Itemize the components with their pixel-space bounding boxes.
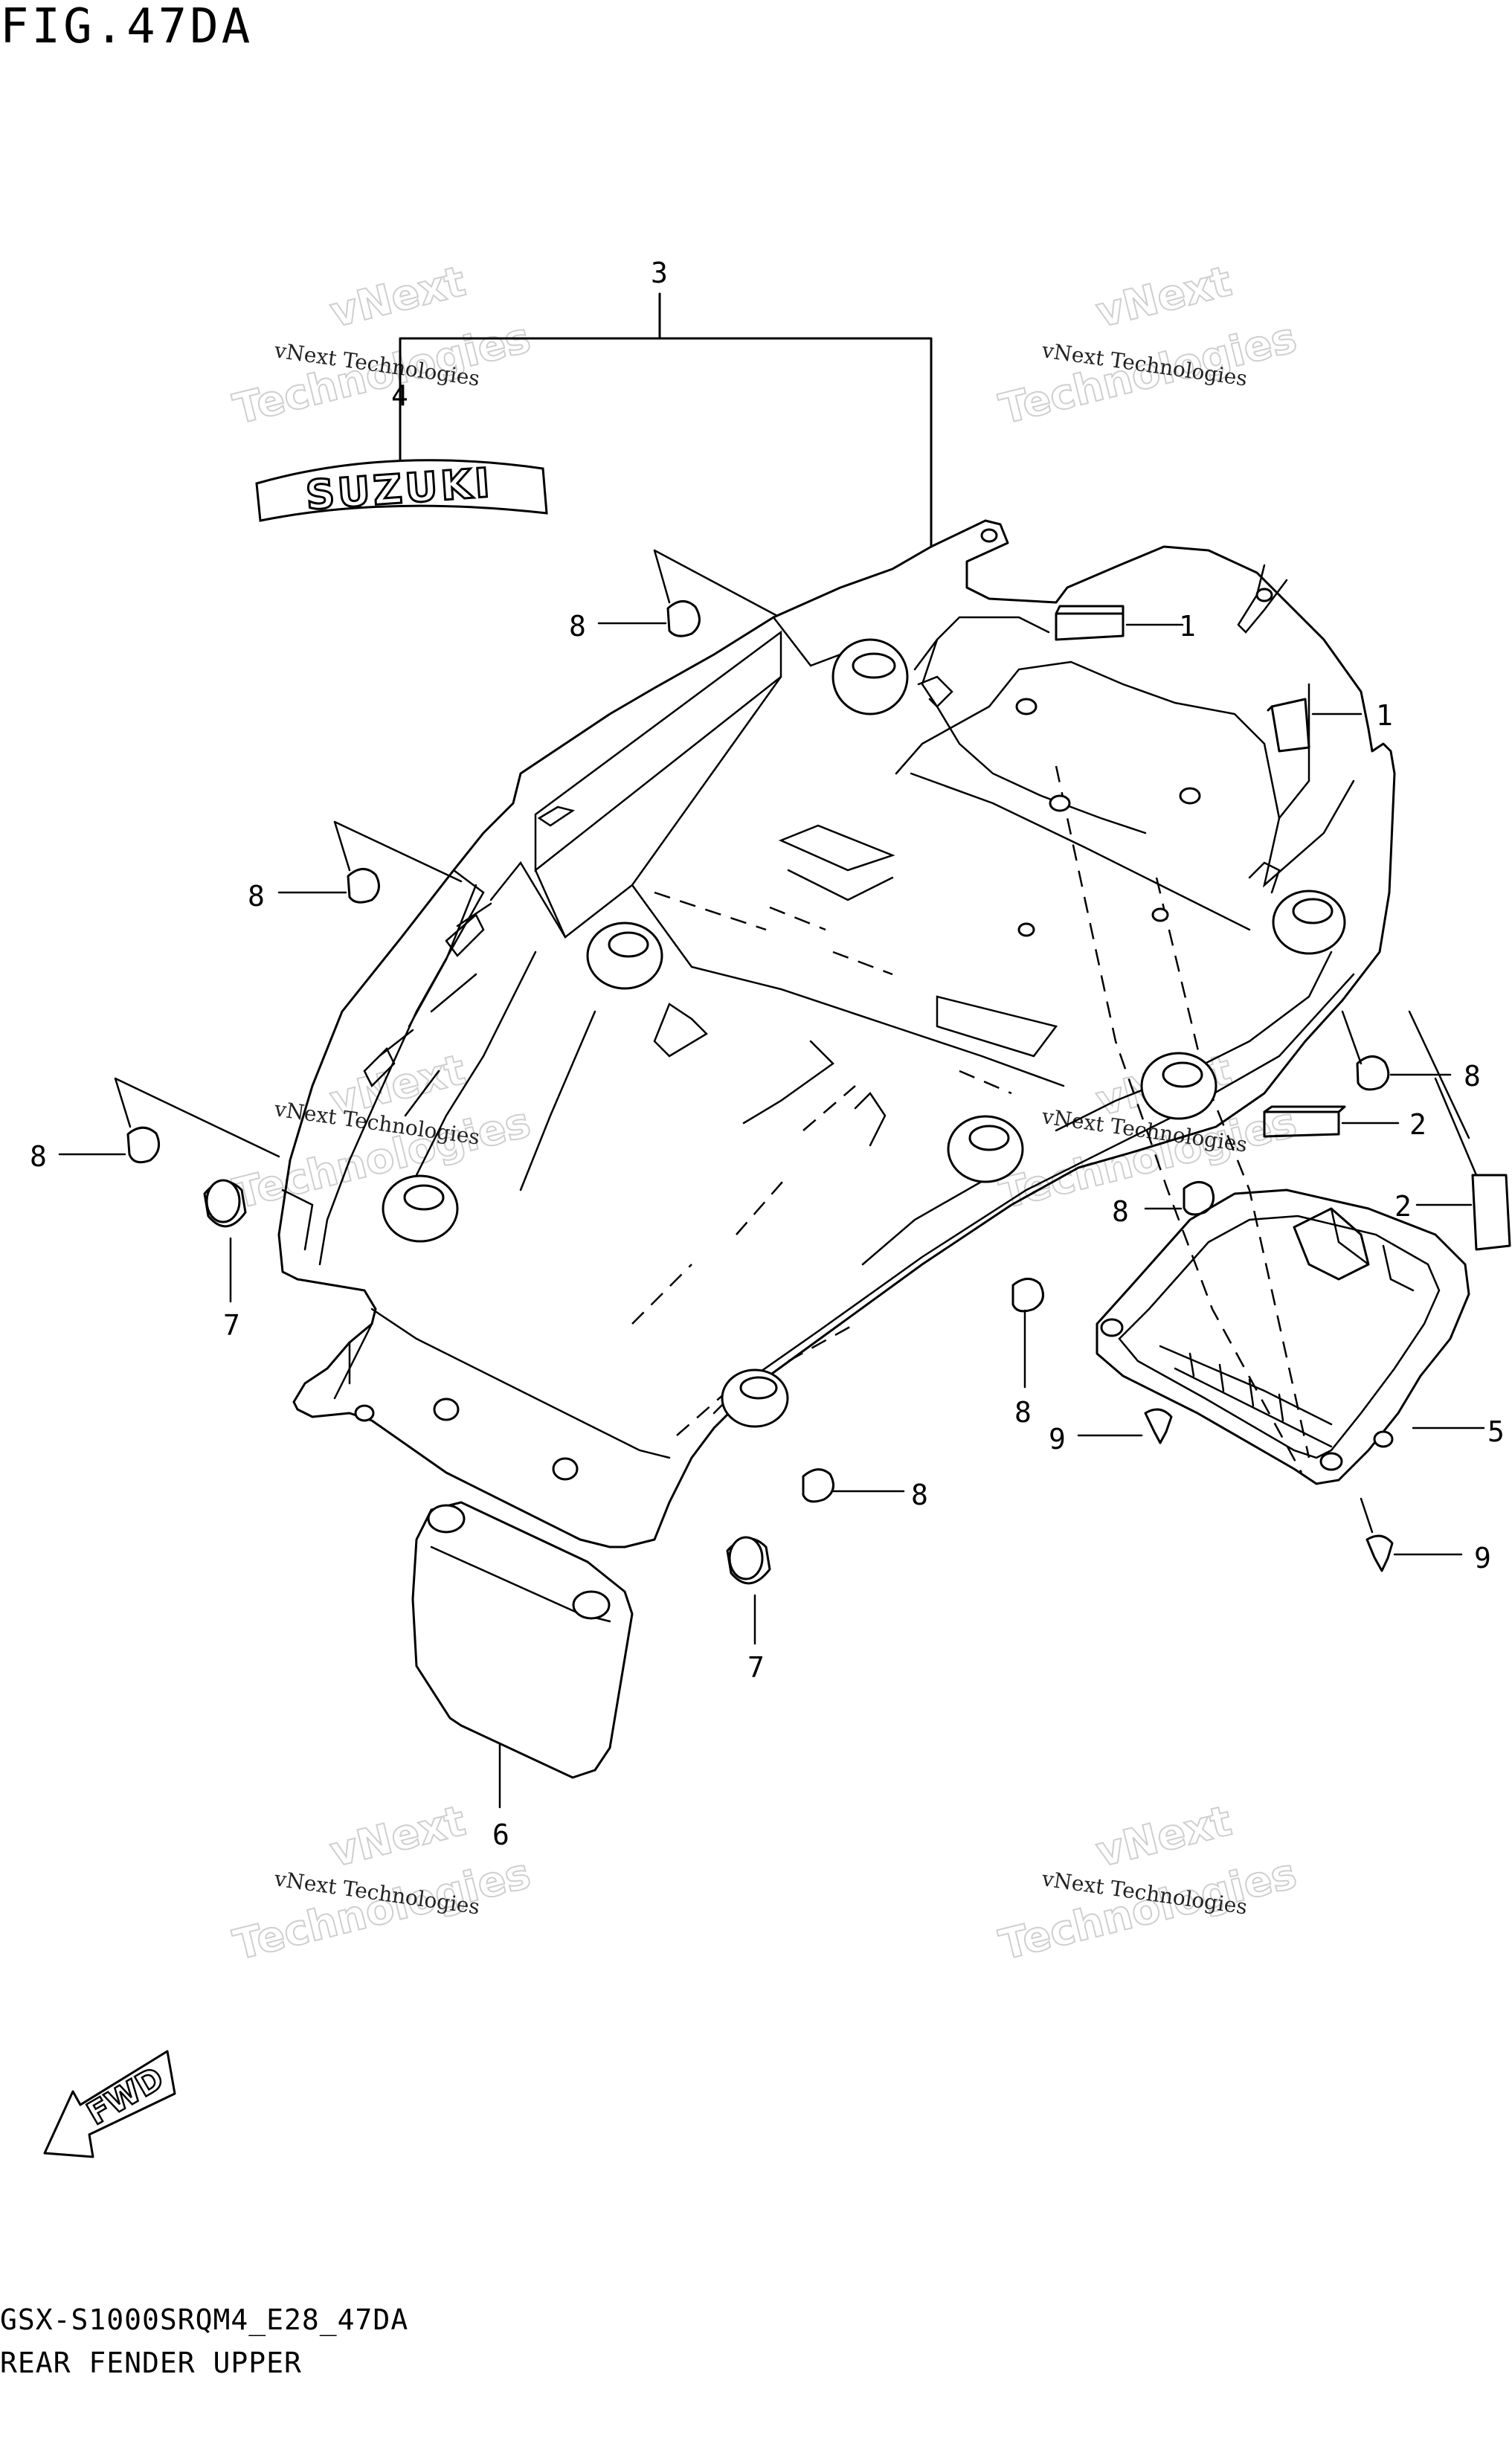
pad-part-1a: 1 [1055, 605, 1196, 643]
figure-title: FIG.47DA [0, 0, 254, 54]
fwd-direction-marker: FWD [43, 2050, 176, 2158]
callout-label: 3 [651, 257, 668, 289]
clip-part-8-a: 8 [569, 549, 779, 643]
rear-carrier-part-5: 5 [1096, 1189, 1505, 1485]
screw-part-9-a: 9 [1049, 1408, 1173, 1456]
suzuki-emblem-part: SUZUKI [255, 458, 548, 522]
callout-label: 8 [1112, 1195, 1129, 1228]
callout-label: 8 [1464, 1060, 1481, 1093]
callout-label: 8 [911, 1479, 928, 1511]
callout-label: 7 [223, 1309, 240, 1342]
pad-part-1b: 1 [1267, 698, 1393, 753]
callout-label: 8 [248, 880, 265, 913]
callout-label: 8 [1014, 1396, 1032, 1429]
callout-label: 1 [1376, 699, 1393, 732]
watermark-large-top: vNext [1092, 1797, 1237, 1877]
watermark-large-top: vNext [1092, 257, 1237, 338]
watermark-mid-left: vNext Technologies vNext Technologies [228, 1045, 536, 1220]
callout-label: 4 [391, 379, 408, 412]
watermark-large: Technologies [995, 1099, 1302, 1219]
watermark-top-left: vNext Technologies vNext Technologies [228, 257, 536, 435]
rear-fender-upper-part [277, 519, 1396, 1548]
callout-label: 7 [747, 1651, 765, 1684]
model-code: GSX-S1000SRQM4_E28_47DA [0, 2303, 409, 2336]
clip-part-8-e: 8 [1112, 1181, 1215, 1228]
watermark-large-top: vNext [326, 1797, 471, 1877]
watermark-bottom-left: vNext Technologies vNext Technologies [228, 1796, 536, 1971]
clip-part-8-f: 8 [1011, 1278, 1044, 1429]
watermark-large: Technologies [229, 1850, 535, 1970]
pad-part-2a: 2 [1263, 1105, 1426, 1141]
grommet-part-7-left: 7 [203, 1179, 247, 1342]
leader-line [1408, 1010, 1478, 1177]
callout-label: 2 [1394, 1190, 1412, 1223]
section-name: REAR FENDER UPPER [0, 2347, 302, 2379]
mud-flap-part-6: 6 [411, 1501, 634, 1851]
fwd-label: FWD [81, 2059, 170, 2132]
screw-part-9-b: 9 [1360, 1497, 1491, 1575]
callout-label: 5 [1487, 1415, 1505, 1448]
callout-label: 1 [1179, 610, 1196, 643]
watermark-top-right: vNext Technologies vNext Technologies [994, 257, 1302, 435]
grommet-part-7-right: 7 [726, 1536, 771, 1684]
callout-label: 8 [569, 610, 586, 643]
callout-3-bracket: 3 4 [391, 257, 933, 548]
fwd-arrow-icon [43, 2050, 176, 2158]
callout-label: 8 [30, 1140, 47, 1173]
clip-part-8-g: 8 [802, 1468, 928, 1511]
watermark-bottom-right: vNext Technologies vNext Technologies [994, 1796, 1302, 1971]
callout-label: 9 [1049, 1423, 1066, 1456]
clip-part-8-b: 8 [248, 820, 463, 913]
watermark-large-top: vNext [326, 257, 471, 338]
pad-part-2b: 2 [1394, 1174, 1511, 1251]
callout-label: 2 [1409, 1108, 1426, 1141]
clip-part-8-c: 8 [30, 1077, 280, 1173]
callout-label: 6 [492, 1818, 509, 1851]
callout-label: 9 [1474, 1542, 1491, 1575]
clip-part-8-d: 8 [1341, 1010, 1481, 1093]
watermark-large: Technologies [995, 1850, 1302, 1970]
